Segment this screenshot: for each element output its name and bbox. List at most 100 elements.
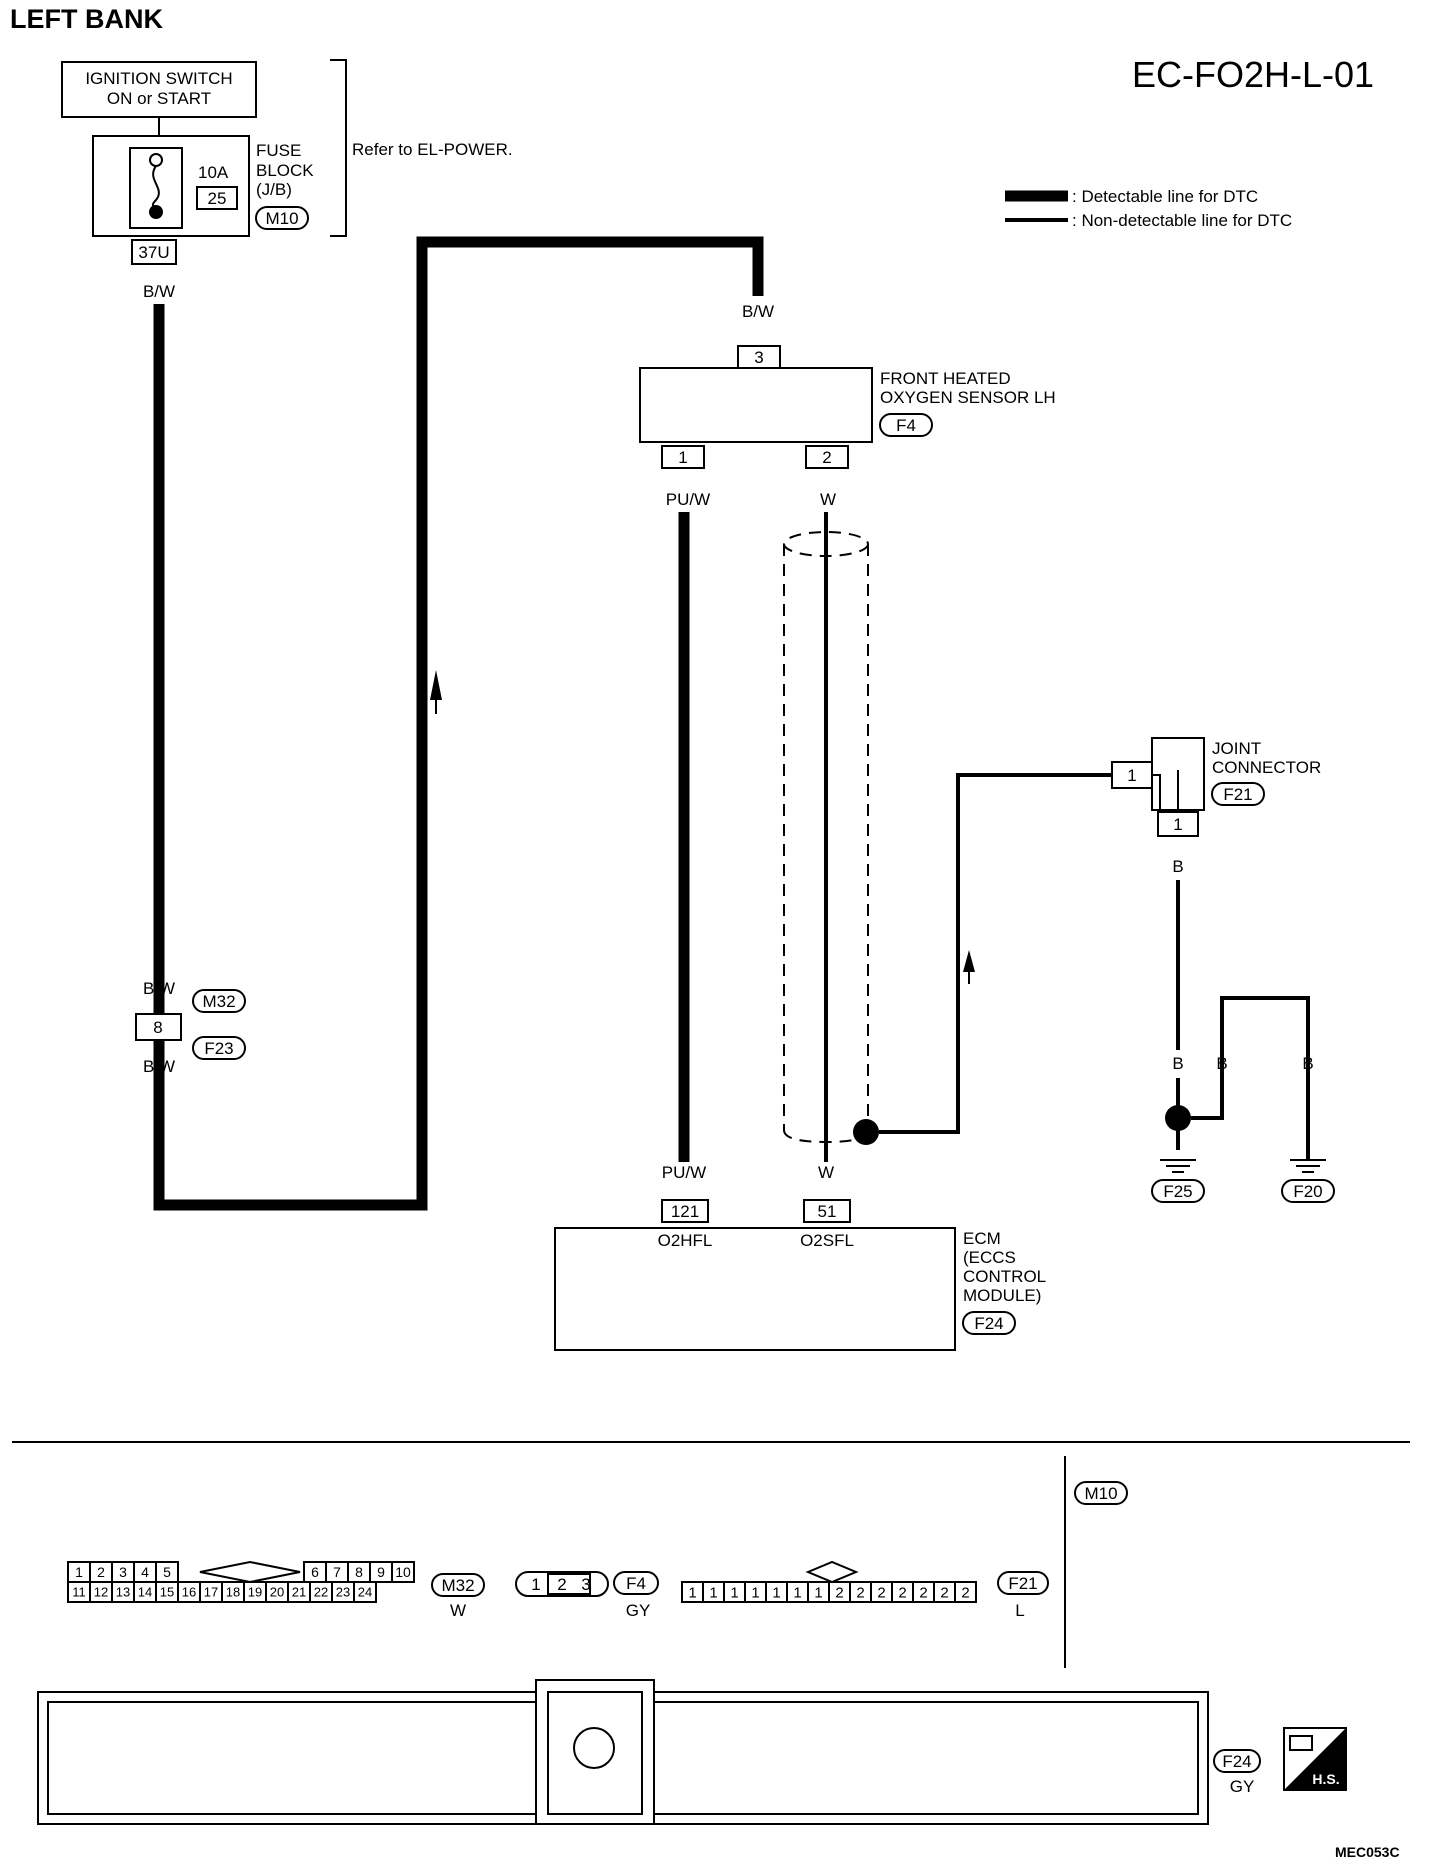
ecm-label2: (ECCS bbox=[963, 1248, 1016, 1267]
fuse-conn-badge bbox=[255, 206, 309, 230]
joint-in-pin: 1 bbox=[1127, 766, 1136, 785]
m10-view-id: M10 bbox=[1084, 1484, 1117, 1503]
m32-pin-18: 18 bbox=[226, 1585, 240, 1600]
sensor-conn-id: F4 bbox=[896, 416, 916, 435]
f21-pin-2: 2 bbox=[961, 1584, 969, 1601]
m32-pin-5: 5 bbox=[163, 1564, 171, 1580]
refer-text: Refer to EL-POWER. bbox=[352, 140, 513, 159]
fuse-amps: 10A bbox=[198, 163, 229, 182]
ecm-conn-badge bbox=[962, 1311, 1016, 1335]
f21-key-diamond bbox=[805, 1560, 859, 1584]
ground-splice bbox=[1165, 1105, 1191, 1131]
m32-pin-6: 6 bbox=[311, 1564, 319, 1580]
wire-color-bw-3: B/W bbox=[143, 1057, 175, 1076]
m32-pin-9: 9 bbox=[377, 1564, 385, 1580]
m32-view-badge bbox=[431, 1573, 485, 1597]
sensor-pin1-connector bbox=[661, 445, 705, 469]
f24-view-center bbox=[535, 1679, 655, 1825]
ground-symbol-f25 bbox=[1160, 1159, 1196, 1173]
legend-detectable-label: : Detectable line for DTC bbox=[1072, 187, 1258, 206]
f4-view-badge bbox=[613, 1571, 659, 1595]
ecm-signal-b: O2SFL bbox=[800, 1231, 854, 1250]
f21-pin-1: 1 bbox=[751, 1584, 759, 1601]
inline-conn-id-top: M32 bbox=[202, 992, 235, 1011]
f21-pin-2: 2 bbox=[835, 1584, 843, 1601]
f21-pin-1: 1 bbox=[688, 1584, 696, 1601]
m32-pin-17: 17 bbox=[204, 1585, 218, 1600]
m32-pin-2: 2 bbox=[97, 1564, 105, 1580]
diagram-code: EC-FO2H-L-01 bbox=[1132, 54, 1374, 95]
inline-conn-id-bottom: F23 bbox=[204, 1039, 233, 1058]
m32-view-id: M32 bbox=[441, 1576, 474, 1595]
wire-color-w-1: W bbox=[820, 490, 836, 509]
inline-connector bbox=[135, 1013, 182, 1041]
f21-pin-1: 1 bbox=[814, 1584, 822, 1601]
sensor-label1: FRONT HEATED bbox=[880, 369, 1011, 388]
sensor-pin2: 2 bbox=[822, 448, 831, 467]
ignition-switch-line1: IGNITION SWITCH bbox=[85, 69, 232, 88]
wire-color-b-1: B bbox=[1172, 857, 1183, 876]
legend-nondetectable-label: : Non-detectable line for DTC bbox=[1072, 211, 1292, 230]
current-arrow-2 bbox=[963, 950, 975, 972]
ecm-label4: MODULE) bbox=[963, 1286, 1041, 1305]
sensor-pin2-connector bbox=[805, 445, 849, 469]
joint-out-pin: 1 bbox=[1173, 815, 1182, 834]
f21-view-color: L bbox=[1015, 1601, 1024, 1620]
ecm-pin-a-connector bbox=[661, 1199, 709, 1223]
m32-view-color: W bbox=[450, 1601, 466, 1620]
f21-view-badge bbox=[997, 1571, 1049, 1595]
f21-pin-2: 2 bbox=[856, 1584, 864, 1601]
ecm-signal-a: O2HFL bbox=[658, 1231, 713, 1250]
m32-pin-24-cell bbox=[353, 1581, 377, 1603]
ground-id-f20: F20 bbox=[1293, 1182, 1322, 1201]
refer-bracket bbox=[330, 59, 347, 237]
m32-pin-1: 1 bbox=[75, 1564, 83, 1580]
m32-pin-16: 16 bbox=[182, 1585, 196, 1600]
fuse-pin-connector bbox=[131, 239, 177, 265]
ground-badge-f20 bbox=[1281, 1179, 1335, 1203]
wire-b-ground-2 bbox=[1191, 996, 1310, 1160]
m10-view-badge bbox=[1074, 1481, 1128, 1505]
m32-pin-7: 7 bbox=[333, 1564, 341, 1580]
joint-out-connector bbox=[1157, 811, 1199, 837]
wire-color-bw-1: B/W bbox=[143, 282, 175, 301]
fuse-block-label1: FUSE bbox=[256, 141, 301, 160]
f24-view-badge bbox=[1213, 1749, 1261, 1773]
wire-color-b-3: B bbox=[1216, 1054, 1227, 1073]
m32-pin-15: 15 bbox=[160, 1585, 174, 1600]
fuse-terminal-top bbox=[149, 153, 163, 167]
wire-color-puw-1: PU/W bbox=[666, 490, 710, 509]
fuse-block-label3: (J/B) bbox=[256, 180, 292, 199]
m32-pin-10-cell bbox=[391, 1561, 415, 1583]
f21-pin-2: 2 bbox=[877, 1584, 885, 1601]
f21-pin-2: 2 bbox=[898, 1584, 906, 1601]
joint-label1: JOINT bbox=[1212, 739, 1261, 758]
m32-pin-21: 21 bbox=[292, 1585, 306, 1600]
m32-pin-8: 8 bbox=[355, 1564, 363, 1580]
sensor-pin3: 3 bbox=[754, 348, 763, 367]
f4-pin-2: 2 bbox=[557, 1575, 566, 1594]
m32-pin-19: 19 bbox=[248, 1585, 262, 1600]
m32-pin-20: 20 bbox=[270, 1585, 284, 1600]
wire-color-b-2: B bbox=[1172, 1054, 1183, 1073]
f21-pin-2: 2 bbox=[940, 1584, 948, 1601]
ecm-conn-id: F24 bbox=[974, 1314, 1003, 1333]
f21-pin-1: 1 bbox=[730, 1584, 738, 1601]
f4-view-color: GY bbox=[626, 1601, 651, 1620]
fuse-terminal-bottom bbox=[149, 205, 163, 219]
f21-pin-1: 1 bbox=[709, 1584, 717, 1601]
m32-key-diamond bbox=[199, 1560, 301, 1584]
ground-badge-f25 bbox=[1151, 1179, 1205, 1203]
footer-code: MEC053C bbox=[1335, 1844, 1400, 1860]
shield-drain-splice bbox=[853, 1119, 879, 1145]
ecm-label1: ECM bbox=[963, 1229, 1001, 1248]
m32-pin-13: 13 bbox=[116, 1585, 130, 1600]
f24-view-id: F24 bbox=[1222, 1752, 1251, 1771]
ground-id-f25: F25 bbox=[1163, 1182, 1192, 1201]
m32-pin-12: 12 bbox=[94, 1585, 108, 1600]
f21-pin-2-cell bbox=[954, 1581, 977, 1603]
current-arrow-1 bbox=[430, 670, 442, 700]
harness-side-label: H.S. bbox=[1312, 1771, 1339, 1787]
wire-color-bw-4: B/W bbox=[742, 302, 774, 321]
